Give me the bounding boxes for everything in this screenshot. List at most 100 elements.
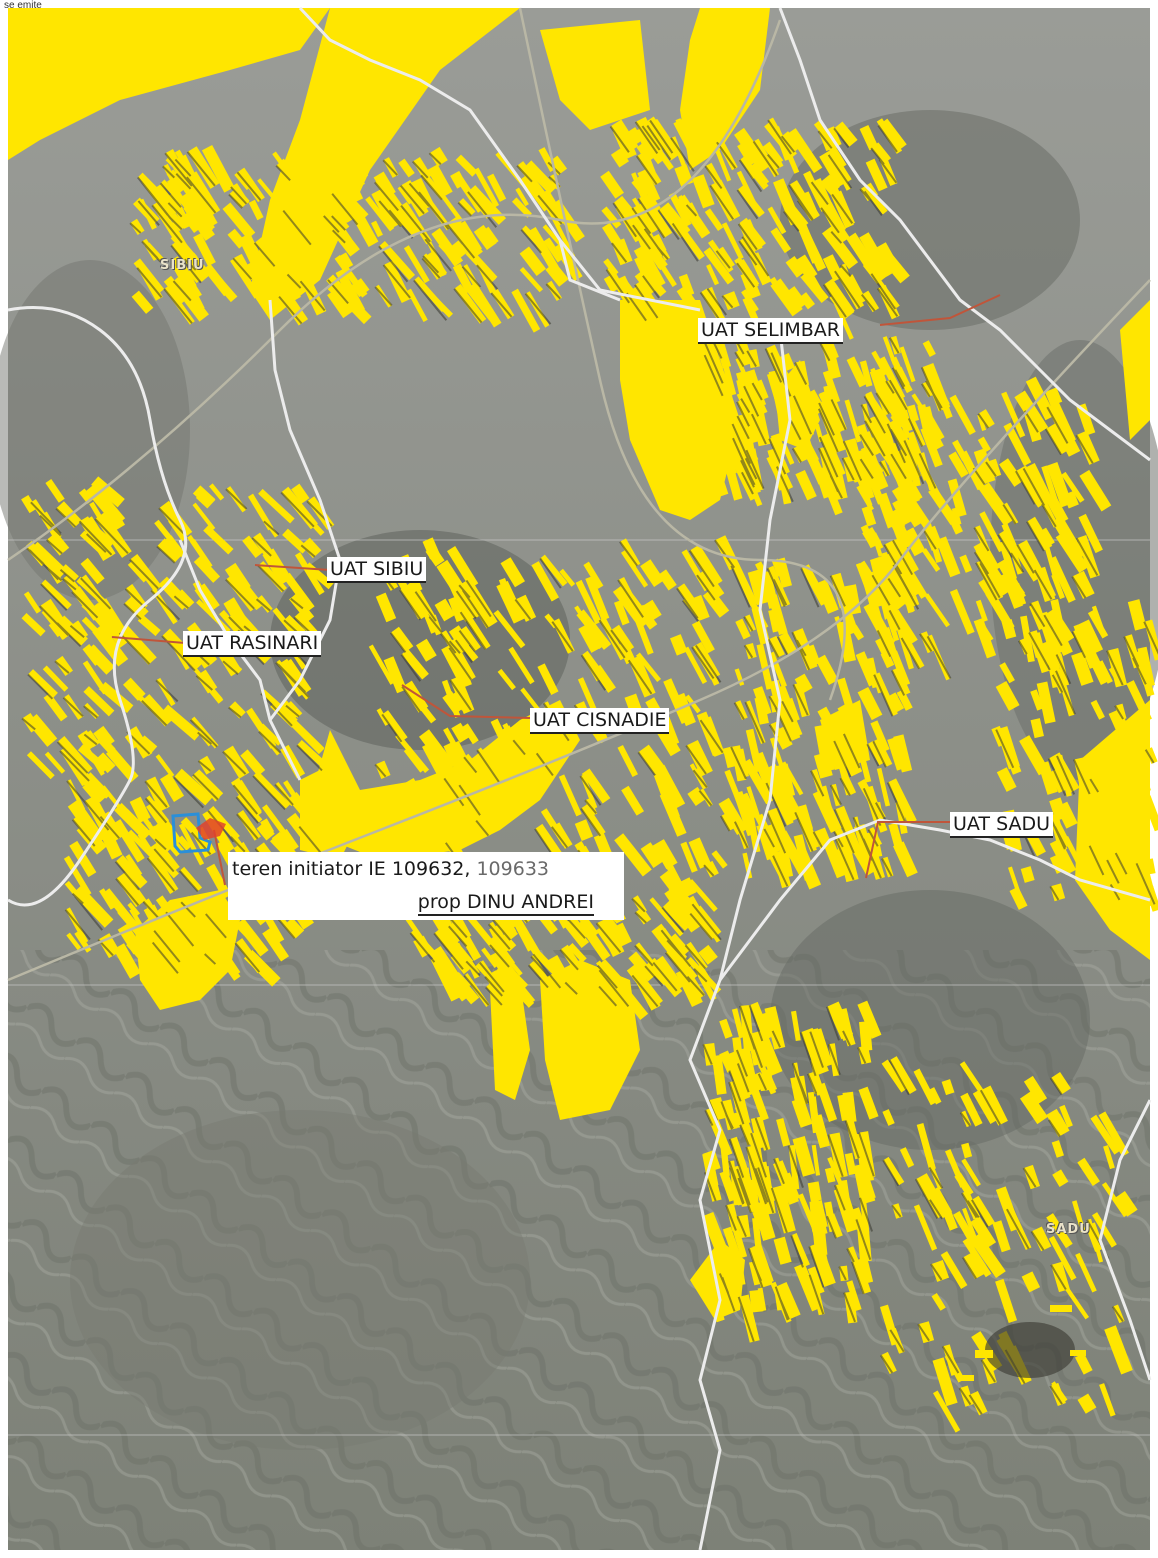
yellow-parcel-strip <box>1048 1235 1077 1281</box>
yellow-parcel-strip <box>653 955 684 993</box>
yellow-parcel-strip <box>574 819 594 842</box>
field-furrow <box>1055 654 1072 685</box>
yellow-parcel-strip <box>876 492 898 529</box>
yellow-parcel-strip <box>719 1018 733 1039</box>
yellow-parcel-strip <box>1030 718 1044 739</box>
yellow-parcel-strip <box>768 369 789 418</box>
field-furrow <box>204 953 217 965</box>
field-furrow <box>806 1073 818 1094</box>
yellow-parcel-strip <box>935 536 961 578</box>
field-furrow <box>714 539 736 569</box>
yellow-parcel-strip <box>973 448 996 484</box>
yellow-parcel-strip <box>913 1204 938 1251</box>
field-furrow <box>400 204 431 243</box>
field-furrow <box>382 264 411 299</box>
yellow-parcel-strip <box>785 286 807 310</box>
field-furrow <box>71 892 84 905</box>
field-furrow <box>151 941 179 974</box>
leader-lines <box>111 294 1001 886</box>
field-furrow <box>739 1124 750 1146</box>
yellow-parcel-strip <box>678 273 695 297</box>
yellow-parcel-strip <box>1050 1071 1071 1095</box>
field-furrow <box>696 574 716 601</box>
yellow-parcel-strip <box>558 774 582 817</box>
field-furrow <box>1071 575 1087 599</box>
field-furrow <box>833 809 855 854</box>
yellow-parcel-strip <box>775 763 796 798</box>
yellow-parcel-strip <box>864 392 894 432</box>
field-furrow <box>820 207 840 234</box>
yellow-parcel-strip <box>276 828 299 854</box>
yellow-parcel-strip <box>1077 1393 1097 1414</box>
yellow-parcel-strip <box>961 1142 973 1159</box>
yellow-parcel-strip <box>814 724 835 772</box>
field-furrow <box>129 222 142 234</box>
field-furrow <box>1075 434 1094 464</box>
yellow-parcel-strip <box>397 579 425 620</box>
yellow-parcel-strip <box>584 622 609 649</box>
yellow-parcel-strip <box>448 596 466 623</box>
field-furrow <box>866 743 880 767</box>
field-furrow <box>448 647 472 681</box>
field-furrow <box>703 340 724 384</box>
field-furrow <box>886 782 908 826</box>
yellow-parcel-strip <box>980 557 1012 597</box>
field-furrow <box>808 1274 825 1315</box>
field-furrow <box>774 1286 789 1321</box>
yellow-parcel-strip <box>871 350 889 376</box>
plot-label-line1: teren initiator IE 109632, 109633 <box>232 858 549 880</box>
field-furrow <box>879 1354 894 1374</box>
field-furrow <box>730 746 747 780</box>
yellow-parcel-strip <box>500 557 526 588</box>
field-furrow <box>62 696 84 718</box>
field-furrow <box>657 209 680 241</box>
field-furrow <box>750 413 767 445</box>
yellow-parcel-strip <box>459 625 481 652</box>
field-furrow <box>827 1043 841 1076</box>
yellow-parcel-strip <box>875 638 894 668</box>
field-furrow <box>172 280 192 302</box>
yellow-parcel-strip <box>1078 513 1103 554</box>
yellow-parcel-strip <box>737 748 749 778</box>
field-furrow <box>137 200 160 226</box>
yellow-parcel-strip <box>775 1281 801 1320</box>
yellow-parcel-strip <box>276 158 298 181</box>
field-furrow <box>197 731 212 745</box>
yellow-parcel-strip <box>895 801 908 834</box>
yellow-parcel-strip <box>1036 681 1056 724</box>
yellow-parcel-strip <box>427 164 453 198</box>
yellow-parcel-strip <box>777 631 798 656</box>
yellow-parcel-strip <box>1031 1226 1052 1252</box>
yellow-parcel-strip <box>916 1123 936 1171</box>
field-furrow <box>461 589 489 629</box>
yellow-parcel-strip <box>804 267 826 300</box>
field-furrow <box>278 295 303 325</box>
yellow-parcel-strip <box>190 258 205 275</box>
field-furrow <box>634 911 647 924</box>
yellow-parcel-strip <box>827 1156 851 1203</box>
field-furrow <box>1047 1119 1061 1138</box>
yellow-parcel-strip <box>543 237 564 263</box>
field-furrow <box>235 796 259 824</box>
field-furrow <box>741 471 754 495</box>
yellow-parcel-strip <box>537 663 559 695</box>
field-furrow <box>331 193 359 226</box>
yellow-parcel-strip <box>160 179 187 206</box>
field-furrow <box>378 200 402 228</box>
yellow-parcel-strip <box>282 244 309 285</box>
field-furrow <box>180 901 196 918</box>
yellow-parcel-strip <box>129 908 158 951</box>
yellow-parcel-strip <box>282 528 309 554</box>
yellow-parcel-strip <box>511 288 541 333</box>
yellow-parcel-strip <box>920 426 943 468</box>
field-furrow <box>867 829 879 847</box>
field-furrow <box>374 181 399 212</box>
yellow-parcel-strip <box>767 594 788 636</box>
yellow-parcel-strip <box>155 754 175 778</box>
field-furrow <box>411 160 429 179</box>
yellow-parcel-strip <box>515 594 537 622</box>
yellow-parcel-strip <box>830 295 854 340</box>
field-furrow <box>66 780 90 807</box>
field-furrow <box>738 240 758 266</box>
yellow-parcel-strip <box>637 179 650 196</box>
